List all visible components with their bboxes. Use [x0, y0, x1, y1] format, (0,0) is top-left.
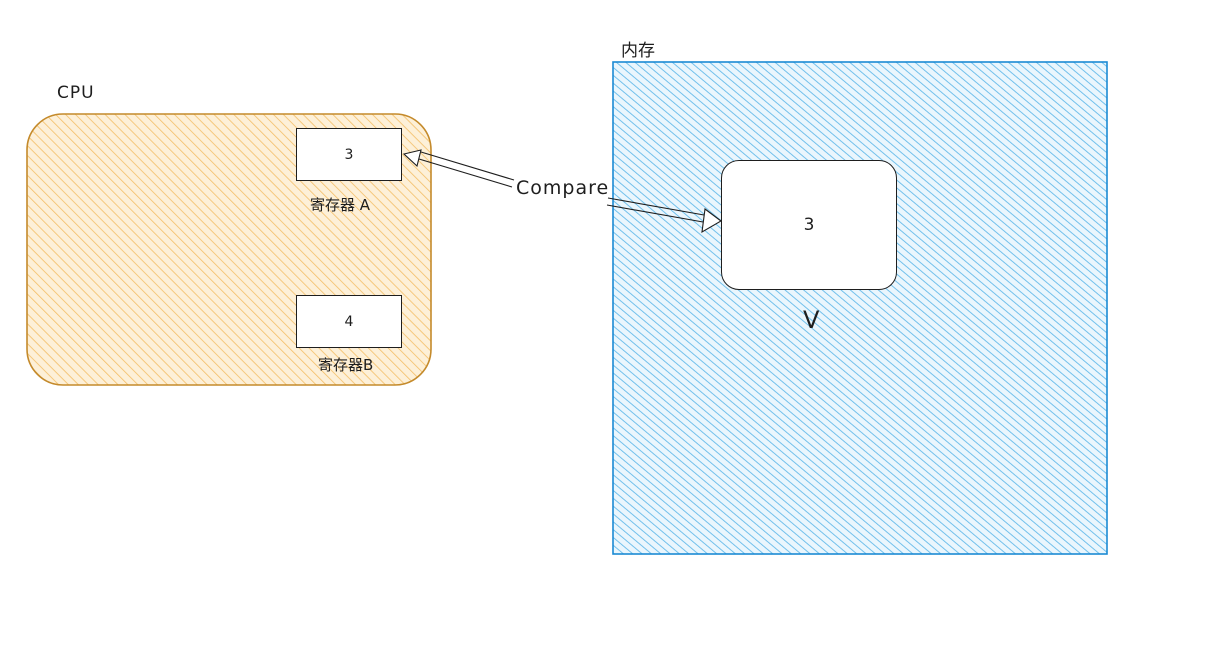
register-a-label: 寄存器 A — [310, 196, 371, 214]
compare-arrow-to-register-a — [402, 149, 515, 188]
register-b-label: 寄存器B — [318, 356, 374, 374]
register-b-box[interactable]: 4 — [296, 295, 402, 348]
memory-cell-label: V — [803, 306, 820, 334]
memory-box[interactable] — [612, 61, 1108, 555]
memory-title: 内存 — [621, 41, 655, 61]
compare-label: Compare — [516, 177, 610, 199]
cpu-title: CPU — [57, 83, 95, 103]
compare-arrow-to-memory-cell — [606, 197, 722, 234]
memory-cell-box[interactable]: 3 — [721, 160, 897, 290]
register-a-box[interactable]: 3 — [296, 128, 402, 181]
memory-cell-value: 3 — [803, 215, 815, 235]
register-a-value: 3 — [344, 146, 354, 163]
register-b-value: 4 — [344, 313, 354, 330]
